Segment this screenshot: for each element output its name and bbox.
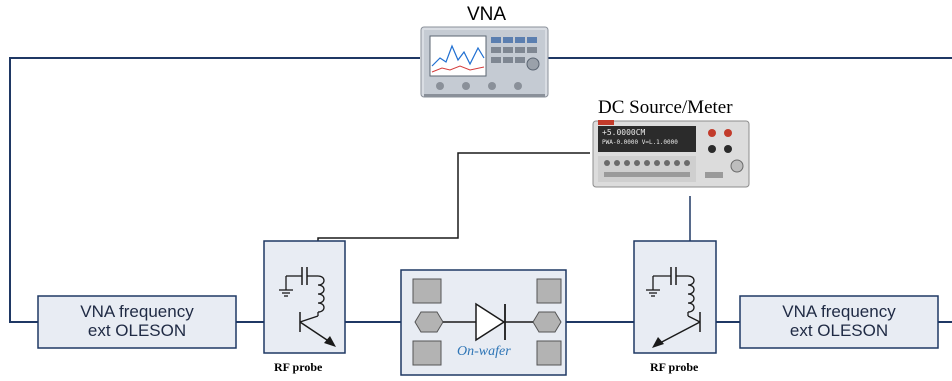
vna-extender-left-label: VNA frequency ext OLESON <box>38 302 236 340</box>
vna-extender-right-line1: VNA frequency <box>782 302 896 321</box>
rf-probe-right <box>633 240 717 354</box>
rf-probe-left-label: RF probe <box>274 360 323 374</box>
on-wafer-label: On-wafer <box>457 344 511 359</box>
vna-extender-right-label: VNA frequency ext OLESON <box>740 302 938 340</box>
vna-extender-right-line2: ext OLESON <box>789 321 889 340</box>
vna-cable-right <box>548 57 952 323</box>
rf-probe-left <box>263 240 346 354</box>
dc-source-meter-image <box>592 120 750 188</box>
dc-readout-line2: PWA-0.0000 V=L.1.0000 <box>602 139 678 146</box>
vna-extender-left-line1: VNA frequency <box>80 302 194 321</box>
vna-instrument-image <box>420 26 549 98</box>
vna-cable-left <box>9 57 420 323</box>
dc-readout-line1: +5.0000CM <box>602 128 646 137</box>
vna-label: VNA <box>467 4 507 25</box>
vna-extender-left-box <box>37 295 237 349</box>
diode-symbol <box>475 302 506 342</box>
on-wafer-dut <box>400 269 567 376</box>
vna-extender-right-box <box>739 295 939 349</box>
vna-extender-left-line2: ext OLESON <box>87 321 187 340</box>
rf-probe-right-label: RF probe <box>650 360 699 374</box>
dc-source-label: DC Source/Meter <box>598 97 733 118</box>
